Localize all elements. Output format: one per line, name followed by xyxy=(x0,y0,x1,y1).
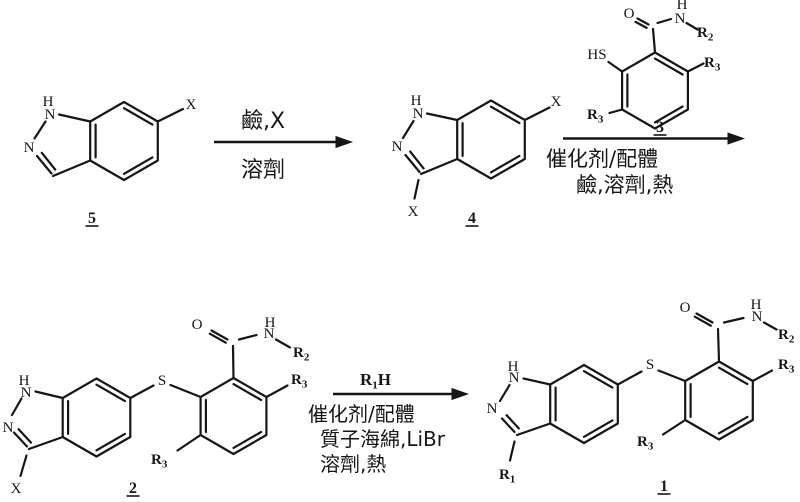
substituent-label-x3: X xyxy=(11,481,22,497)
substituent-label-x3: X xyxy=(408,204,419,220)
substituent-label-r3-left: R3 xyxy=(637,434,654,453)
substituent-label-r3-left: R3 xyxy=(587,107,604,126)
compound-1: H N N R1 S O H N R2 R3 R3 1 xyxy=(487,297,795,495)
compound-number-4: 4 xyxy=(468,210,476,227)
compound-4: H N N X X 4 xyxy=(392,93,562,227)
atom-label-nh-h: H xyxy=(19,373,30,389)
atom-label-carbonyl-o: O xyxy=(624,6,635,22)
atom-label-n2: N xyxy=(392,139,403,155)
reagent-label-r1h: R1H xyxy=(360,370,391,392)
condition-text-step2-line1: 催化剂/配體 xyxy=(546,147,658,171)
arrow-step-2: 催化剂/配體 鹼,溶劑,熱 xyxy=(546,132,746,197)
condition-text-step1-below: 溶劑 xyxy=(241,158,285,183)
compound-number-5: 5 xyxy=(88,210,96,227)
atom-label-amide-n: N xyxy=(264,326,275,342)
substituent-label-r2: R2 xyxy=(293,345,310,364)
compound-5-bonds xyxy=(33,100,185,182)
atom-label-nh-h: H xyxy=(43,94,54,110)
substituent-label-r3-left: R3 xyxy=(151,452,168,471)
compound-3: O H N HS R2 R3 R3 3 xyxy=(587,0,721,136)
substituent-label-r3-right: R3 xyxy=(704,55,721,74)
condition-text-step3-line1: 催化剂/配體 xyxy=(308,402,415,426)
substituent-label-r2: R2 xyxy=(697,25,714,44)
substituent-label-x6: X xyxy=(186,97,197,113)
compound-2-bonds xyxy=(10,329,292,478)
substituent-label-r3-right: R3 xyxy=(291,372,308,391)
atom-label-amide-h: H xyxy=(751,297,762,313)
compound-5: H N N X 5 xyxy=(24,94,197,227)
compound-2: H N N X S O H N R2 R3 R3 2 xyxy=(3,315,310,497)
substituent-label-r1: R1 xyxy=(499,467,515,486)
atom-label-nh-h: H xyxy=(508,359,519,375)
atom-label-n2: N xyxy=(487,401,498,417)
atom-label-amide-h: H xyxy=(677,0,688,13)
substituent-label-x6: X xyxy=(551,94,562,110)
arrowhead xyxy=(451,387,470,401)
arrow-step-3: R1H 催化剂/配體 質子海綿,LiBr 溶劑,熱 xyxy=(308,370,470,476)
atom-label-n1: N xyxy=(509,370,520,386)
compound-4-bonds xyxy=(401,99,551,200)
substituent-label-r3-right: R3 xyxy=(778,357,795,376)
atom-label-amide-n: N xyxy=(675,11,686,27)
arrowhead xyxy=(335,135,354,149)
atom-label-s-bridge: S xyxy=(158,373,166,389)
atom-label-n1: N xyxy=(413,106,424,122)
substituent-label-hs: HS xyxy=(587,47,606,63)
compound-number-1: 1 xyxy=(660,478,668,495)
atom-label-carbonyl-o: O xyxy=(192,317,203,333)
compound-number-2: 2 xyxy=(129,480,137,497)
condition-text-step1-above: 鹼,X xyxy=(241,109,285,134)
compound-1-bonds xyxy=(498,312,778,462)
atom-label-n1: N xyxy=(21,385,32,401)
atom-label-n1: N xyxy=(45,107,56,123)
condition-text-step2-line2: 鹼,溶劑,熱 xyxy=(576,173,673,197)
compound-3-bonds xyxy=(607,17,705,130)
atom-label-amide-h: H xyxy=(265,315,276,331)
atom-label-amide-n: N xyxy=(752,309,763,325)
arrow-step-1: 鹼,X 溶劑 xyxy=(214,109,354,183)
condition-text-step3-line3: 溶劑,熱 xyxy=(320,452,386,476)
atom-label-n2: N xyxy=(24,140,35,156)
compound-number-3: 3 xyxy=(656,119,664,136)
atom-label-nh-h: H xyxy=(411,93,422,109)
condition-text-step3-line2: 質子海綿,LiBr xyxy=(320,427,446,451)
atom-label-n2: N xyxy=(3,420,14,436)
substituent-label-r2: R2 xyxy=(778,327,795,346)
arrowhead xyxy=(727,132,746,145)
atom-label-carbonyl-o: O xyxy=(680,300,691,316)
atom-label-s-bridge: S xyxy=(646,357,654,373)
